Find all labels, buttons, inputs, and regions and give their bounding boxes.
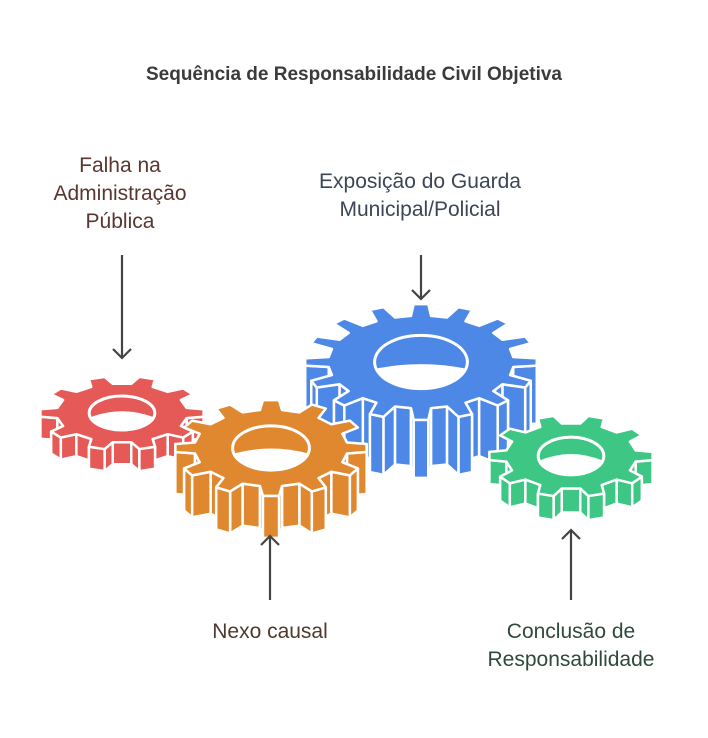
label-line: Municipal/Policial xyxy=(339,198,501,221)
arrow-up-conclusao-head xyxy=(561,528,581,540)
gear-orange-hole-inner xyxy=(233,448,309,471)
gear-red-side xyxy=(111,440,133,466)
label-conclusao: Conclusão de Responsabilidade xyxy=(440,618,702,674)
arrow-down-exposicao-head xyxy=(411,289,431,301)
gear-red-side xyxy=(138,445,157,473)
gear-red-hole-inner xyxy=(90,411,154,431)
gear-orange-side xyxy=(261,494,281,540)
gear-green-side xyxy=(587,492,606,522)
diagram-title: Sequência de Responsabilidade Civil Obje… xyxy=(145,64,562,85)
label-line: Nexo causal xyxy=(212,620,328,643)
label-exposicao: Exposição do Guarda Municipal/Policial xyxy=(270,168,570,224)
gear-blue-side xyxy=(429,405,449,468)
label-line: Exposição do Guarda xyxy=(319,170,521,193)
label-nexo: Nexo causal xyxy=(150,618,390,646)
label-line: Falha na xyxy=(79,154,161,177)
gear-green-hole-inner xyxy=(539,453,603,475)
gear-orange-side xyxy=(190,470,212,519)
gear-blue-hole-inner xyxy=(375,364,467,389)
label-line: Responsabilidade xyxy=(487,648,655,671)
arrow-up-nexo-head xyxy=(260,534,280,546)
gear-blue-side xyxy=(412,418,430,480)
label-falha: Falha na Administração Pública xyxy=(0,152,240,236)
gear-orange-side xyxy=(241,482,262,530)
gear-green-side xyxy=(560,487,582,514)
gear-blue-side xyxy=(393,405,413,468)
gear-orange-side xyxy=(310,486,328,535)
label-line: Administração xyxy=(53,182,187,205)
gear-red-side xyxy=(87,445,106,473)
arrow-down-falha-head xyxy=(112,348,132,360)
gear-blue-side xyxy=(368,412,385,477)
label-line: Conclusão de xyxy=(506,620,636,643)
gear-orange-side xyxy=(280,482,301,530)
gear-blue-side xyxy=(457,412,474,477)
gear-orange-side xyxy=(214,486,232,535)
label-line: Pública xyxy=(85,210,155,233)
gear-orange-side xyxy=(330,470,352,519)
gear-green-side xyxy=(536,492,555,522)
